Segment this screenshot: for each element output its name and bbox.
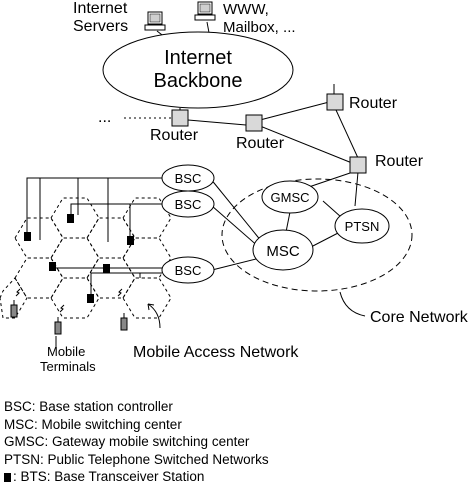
- bsc-3-label: BSC: [175, 263, 202, 278]
- router-square-icon: [171, 109, 189, 127]
- link-router-mid-righttop: [259, 100, 334, 121]
- legend-bts-row: : BTS: Base Transceiver Station: [4, 468, 269, 486]
- link-gmsc-msc: [285, 211, 291, 233]
- bts-square-icon: [24, 232, 31, 241]
- mobile-phone-icon: [120, 313, 128, 331]
- router-square-icon: [245, 114, 263, 132]
- radio-link-icon: [59, 304, 65, 313]
- mobile-access-pointer: [147, 303, 161, 329]
- link-msc-ptsn: [308, 231, 341, 249]
- bts-square-icon: [67, 214, 74, 223]
- backbone-links: [124, 21, 359, 164]
- gmsc-label: GMSC: [271, 190, 310, 205]
- core-network-pointer: [339, 291, 366, 317]
- bts-square-icon: [87, 294, 94, 303]
- www-label: WWW,: [223, 1, 269, 18]
- mobile-terminals: [10, 288, 128, 348]
- cell-grid: [0, 197, 172, 319]
- bsc-node-3: [161, 256, 215, 284]
- bsc-2-label: BSC: [175, 197, 202, 212]
- link-bsc3-msc: [211, 257, 261, 271]
- msc-label: MSC: [266, 243, 300, 260]
- bts-square-icon: [103, 264, 110, 273]
- computer-icon: [194, 1, 216, 21]
- link-router-ptsn: [354, 171, 359, 207]
- legend-bts: : BTS: Base Transceiver Station: [13, 469, 205, 485]
- router-square-icon: [349, 156, 367, 174]
- cell: [122, 277, 172, 319]
- ellipsis-label: ...: [98, 109, 111, 126]
- ptsn-node: [334, 208, 390, 244]
- cell: [0, 277, 28, 319]
- cell: [86, 257, 136, 299]
- core-network-boundary: [221, 178, 413, 292]
- access-wiring: [26, 177, 162, 296]
- internet-servers-label-2: Servers: [73, 18, 128, 35]
- backbone-label-1: Internet: [164, 47, 232, 69]
- mobile-access-network-label: Mobile Access Network: [133, 344, 299, 361]
- link-router-left-mid: [187, 119, 247, 126]
- router-square-icon: [326, 93, 344, 111]
- wire-bsc3-bts-b: [90, 272, 162, 296]
- bsc-1-label: BSC: [175, 171, 202, 186]
- wire-bsc2-bts-a: [70, 203, 162, 216]
- bts-square-icon: [49, 262, 56, 271]
- wire-bsc1-bts-a: [26, 177, 162, 232]
- internet-backbone-ellipse: [102, 31, 294, 109]
- radio-link-icon: [117, 288, 123, 297]
- router-mid-label: Router: [236, 135, 285, 152]
- legend-ptsn: PTSN: Public Telephone Switched Networks: [4, 451, 269, 467]
- legend-bsc: BSC: Base station controller: [4, 399, 173, 414]
- bts-square-icon: [4, 473, 11, 483]
- link-righttop-right: [335, 109, 359, 159]
- cell: [14, 217, 64, 259]
- legend: BSC: Base station controller MSC: Mobile…: [4, 398, 269, 486]
- backbone-label-2: Backbone: [154, 70, 243, 92]
- link-bsc2-msc: [211, 205, 261, 249]
- ptsn-label: PTSN: [345, 219, 380, 234]
- link-mid-right: [259, 125, 353, 164]
- core-network-label: Core Network: [370, 309, 469, 326]
- router-right-label: Router: [375, 153, 424, 170]
- msc-node: [252, 229, 314, 271]
- mobile-terminals-label-1: Mobile: [47, 344, 85, 359]
- legend-msc: MSC: Mobile switching center: [4, 416, 182, 432]
- radio-link-icon: [15, 288, 21, 297]
- mailbox-label: Mailbox, ...: [223, 19, 296, 36]
- legend-gmsc: GMSC: Gateway mobile switching center: [4, 434, 250, 450]
- mobile-phone-icon: [10, 300, 18, 318]
- link-gmsc-ptsn: [322, 200, 342, 218]
- bsc-node-2: [161, 190, 215, 218]
- internet-servers-label-1: Internet: [73, 0, 128, 17]
- gmsc-node: [261, 180, 319, 214]
- mobile-terminals-label-2: Terminals: [40, 359, 96, 374]
- link-bsc1-msc: [209, 177, 263, 243]
- bts-stations: [24, 214, 134, 303]
- bts-square-icon: [127, 236, 134, 245]
- router-righttop-label: Router: [349, 95, 398, 112]
- mobile-phone-icon: [54, 317, 62, 335]
- computer-icon: [144, 11, 166, 31]
- router-left-label: Router: [150, 127, 199, 144]
- mobile-access-arrowhead: [147, 303, 155, 311]
- cell: [50, 237, 100, 279]
